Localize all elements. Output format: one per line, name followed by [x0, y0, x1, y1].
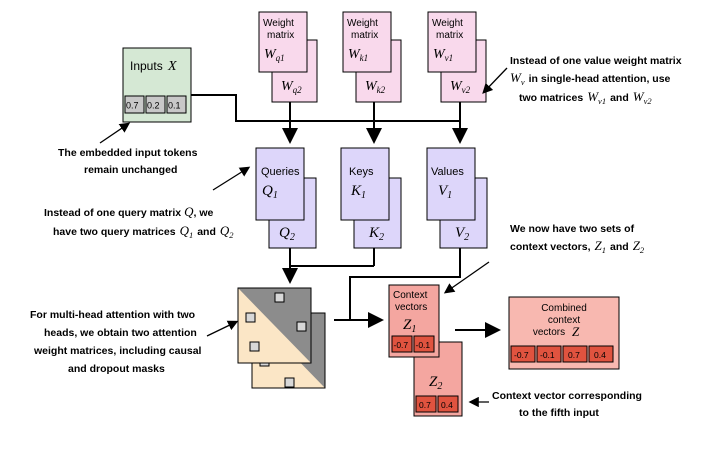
input-value: 0.7: [126, 101, 139, 111]
attention-note-line: and dropout masks: [68, 363, 165, 375]
weight-k2-symbol: Wk2: [365, 79, 386, 95]
combined-context-vectors: Combined context vectors Z -0.7 -0.1 0.7…: [508, 296, 620, 370]
combined-label: Combined: [541, 303, 587, 314]
attention-matrix-1: [237, 287, 312, 364]
input-value: 0.1: [168, 101, 181, 111]
attention-note: For multi-head attention with two heads,…: [30, 309, 202, 375]
k1-symbol: K1: [350, 183, 366, 201]
k2-symbol: K2: [368, 225, 384, 243]
input-value: 0.2: [147, 101, 160, 111]
weight-label: Weight: [347, 18, 378, 29]
combined-value: 0.7: [568, 350, 580, 360]
inputs-box: Inputs X 0.7 0.2 0.1: [122, 47, 192, 123]
weight-matrix-query-1: Weight matrix Wq1: [258, 11, 308, 73]
inputs-note: The embedded input tokens remain unchang…: [58, 147, 198, 176]
q1-symbol: Q1: [262, 183, 278, 201]
context-label: Context: [393, 290, 428, 301]
context-vectors-1: Context vectors Z1 -0.7 -0.1: [388, 284, 440, 358]
inputs-note-line: remain unchanged: [84, 164, 177, 176]
annotation-arrows: [99, 67, 508, 408]
fifth-note-line: Context vector corresponding: [492, 390, 642, 402]
attention-note-line: weight matrices, including causal: [33, 345, 202, 357]
inputs-label: Inputs: [130, 59, 163, 73]
v2-symbol: V2: [455, 225, 469, 243]
weight-q1-symbol: Wq1: [264, 47, 285, 63]
fifth-note-line: to the fifth input: [519, 407, 599, 419]
queries-label: Queries: [261, 166, 300, 178]
combined-label: context: [548, 315, 580, 326]
input-connectors: [191, 94, 468, 144]
context-note-line: We now have two sets of: [510, 223, 635, 235]
combined-symbol: Z: [572, 324, 580, 339]
weight-q2-symbol: Wq2: [281, 79, 302, 95]
weight-label: Weight: [263, 18, 294, 29]
context-label: vectors: [395, 302, 427, 313]
attention-note-line: For multi-head attention with two: [30, 309, 195, 321]
v1-symbol: V1: [438, 183, 452, 201]
values-1: Values V1: [426, 147, 476, 221]
weight-matrix-value-1: Weight matrix Wv1: [427, 11, 477, 73]
combined-value: -0.7: [514, 350, 529, 360]
z2-value: 0.7: [419, 400, 431, 410]
weight-label: matrix: [436, 30, 463, 41]
context-note: We now have two sets of context vectors,…: [510, 223, 645, 255]
queries-1: Queries Q1: [255, 147, 305, 221]
z1-symbol: Z1: [403, 317, 416, 335]
weight-v2-symbol: Wv2: [450, 79, 471, 95]
value-note-line: Instead of one value weight matrix: [510, 55, 682, 67]
combined-label: vectors: [533, 327, 565, 338]
values-label: Values: [431, 166, 464, 178]
inputs-symbol: X: [167, 59, 177, 74]
weight-label: matrix: [351, 30, 378, 41]
z2-symbol: Z2: [429, 374, 442, 392]
z1-value: -0.7: [394, 340, 409, 350]
keys-label: Keys: [349, 166, 374, 178]
z2-value: 0.4: [441, 400, 453, 410]
q2-symbol: Q2: [279, 225, 295, 243]
weight-k1-symbol: Wk1: [348, 47, 368, 63]
qkv-connectors: [282, 248, 461, 328]
fifth-input-note: Context vector corresponding to the fift…: [492, 390, 642, 419]
weight-matrix-key-1: Weight matrix Wk1: [342, 11, 392, 73]
weight-label: matrix: [267, 30, 294, 41]
weight-label: Weight: [432, 18, 463, 29]
keys-1: Keys K1: [340, 147, 390, 221]
z1-value: -0.1: [416, 340, 431, 350]
weight-v1-symbol: Wv1: [433, 47, 453, 63]
combined-value: -0.1: [540, 350, 555, 360]
combined-value: 0.4: [594, 350, 606, 360]
attention-note-line: heads, we obtain two attention: [44, 327, 197, 339]
inputs-note-line: The embedded input tokens: [58, 147, 198, 159]
